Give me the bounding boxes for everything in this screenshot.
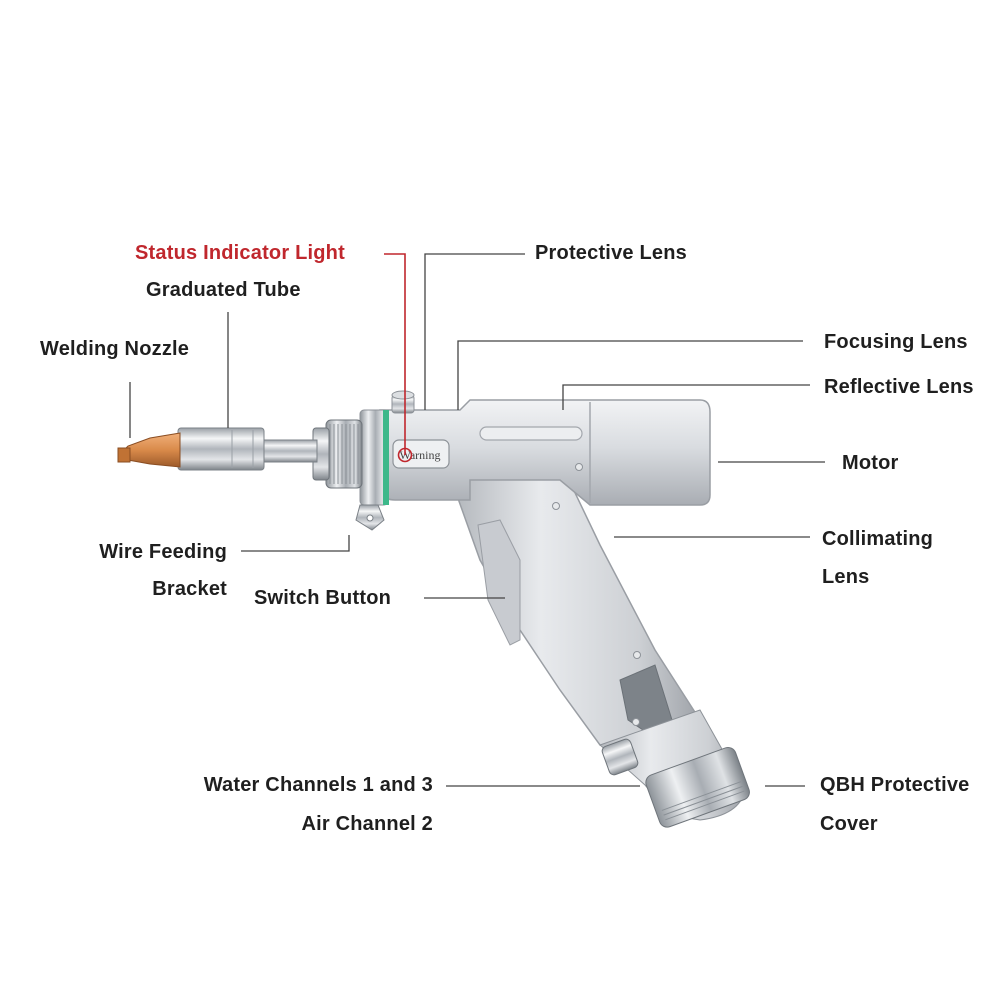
leader-lines [129,253,825,787]
label-switch-button: Switch Button [254,587,392,609]
leader-reflective-lens [562,384,810,410]
body-slot [479,426,583,441]
label-graduated-tube: Graduated Tube [146,279,301,301]
label-status-indicator-light: Status Indicator Light [135,242,345,264]
label-wire-feeding-line1: Wire Feeding [99,541,227,563]
label-qbh-cover-line2: Cover [820,813,878,835]
leader-wire-feeding [241,535,350,552]
label-collimating-lens-line1: Collimating [822,528,934,550]
label-air-channel-line2: Air Channel 2 [301,813,433,835]
label-collimating-lens-line2: Lens [822,566,870,588]
label-qbh-cover-line1: QBH Protective [820,774,970,796]
leader-focusing-lens [457,340,803,410]
label-reflective-lens: Reflective Lens [824,376,974,398]
tube-body [177,427,265,471]
leader-status-indicator [384,253,406,455]
leader-protective-lens [424,253,525,410]
label-welding-nozzle: Welding Nozzle [40,338,190,360]
handle-front-panel [477,519,521,646]
label-protective-lens: Protective Lens [535,242,687,264]
qbh-protective-cover [599,709,750,828]
welding-nozzle [121,432,181,468]
knurled-nut [325,419,363,489]
label-wire-feeding-line2: Bracket [152,578,227,600]
label-focusing-lens: Focusing Lens [824,331,968,353]
label-water-channels-line1: Water Channels 1 and 3 [203,774,433,796]
green-ring [383,410,389,505]
graduated-tube [261,439,318,463]
label-motor: Motor [842,452,899,474]
